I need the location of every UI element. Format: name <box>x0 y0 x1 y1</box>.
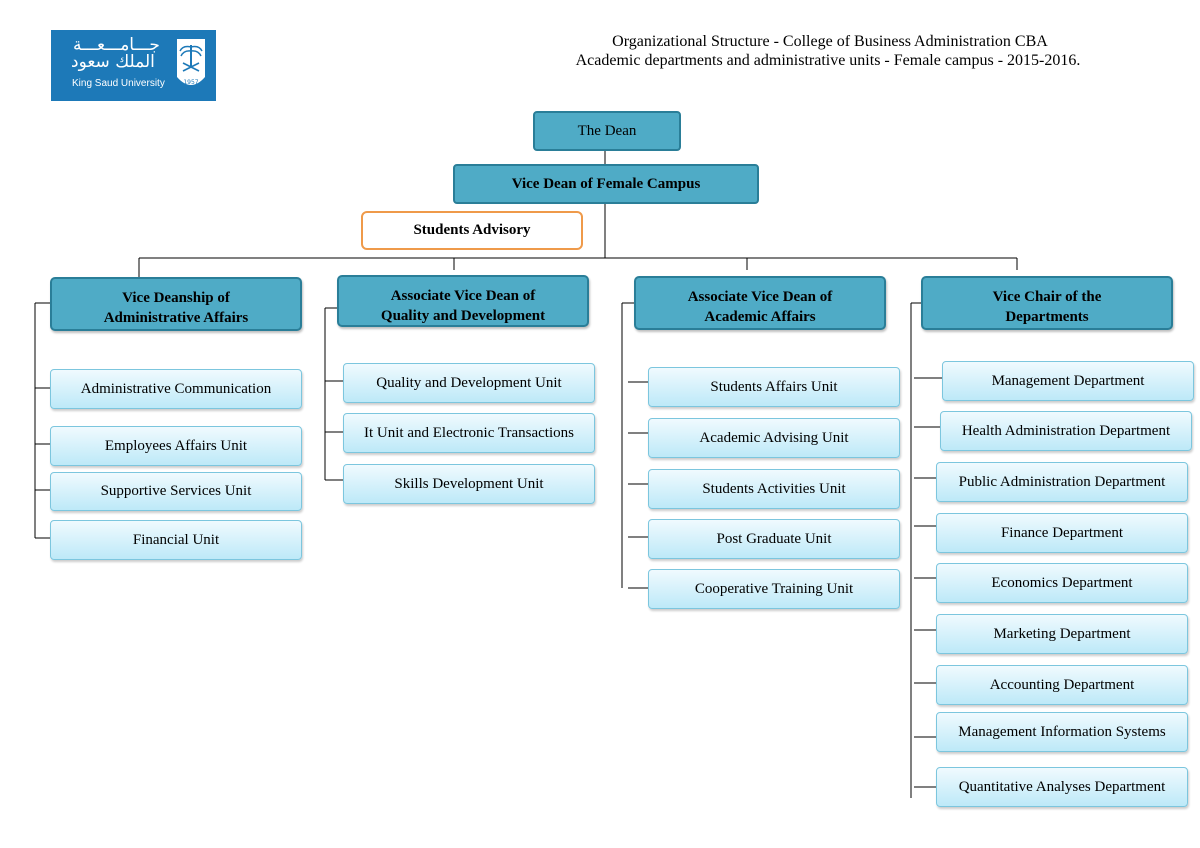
unit-box[interactable]: Cooperative Training Unit <box>648 569 900 609</box>
unit-label: Students Activities Unit <box>702 480 846 497</box>
unit-box[interactable]: Finance Department <box>936 513 1188 553</box>
page-title-line1: Organizational Structure - College of Bu… <box>612 33 1048 50</box>
unit-box[interactable]: Students Affairs Unit <box>648 367 900 407</box>
logo-arabic-line1: جـــامـــعـــة <box>73 35 160 55</box>
dean-box[interactable]: The Dean <box>533 111 681 151</box>
unit-box[interactable]: Public Administration Department <box>936 462 1188 502</box>
unit-label: Academic Advising Unit <box>699 429 849 446</box>
head-academic-affairs[interactable]: Associate Vice Dean of Academic Affairs <box>634 276 886 330</box>
palm-emblem-icon: 1957 <box>177 39 205 86</box>
unit-label: Health Administration Department <box>961 422 1171 439</box>
head-line: Associate Vice Dean of <box>390 288 536 304</box>
unit-label: Quality and Development Unit <box>376 374 562 391</box>
unit-box[interactable]: Quality and Development Unit <box>343 363 595 403</box>
head-line: Vice Chair of the <box>992 289 1102 305</box>
unit-box[interactable]: Administrative Communication <box>50 369 302 409</box>
unit-box[interactable]: Employees Affairs Unit <box>50 426 302 466</box>
students-advisory-label: Students Advisory <box>413 222 531 238</box>
head-quality-development[interactable]: Associate Vice Dean of Quality and Devel… <box>337 275 589 327</box>
unit-label: Skills Development Unit <box>394 475 544 492</box>
unit-label: Management Department <box>991 372 1145 389</box>
unit-box[interactable]: Management Department <box>942 361 1194 401</box>
head-departments[interactable]: Vice Chair of the Departments <box>921 276 1173 330</box>
head-line: Vice Deanship of <box>122 290 230 306</box>
unit-box[interactable]: Accounting Department <box>936 665 1188 705</box>
unit-label: It Unit and Electronic Transactions <box>364 424 574 441</box>
unit-box[interactable]: Students Activities Unit <box>648 469 900 509</box>
unit-label: Cooperative Training Unit <box>694 580 854 597</box>
unit-label: Management Information Systems <box>958 723 1166 740</box>
head-line: Quality and Development <box>380 308 546 324</box>
vice-dean-box[interactable]: Vice Dean of Female Campus <box>453 164 759 204</box>
page-title-line2: Academic departments and administrative … <box>575 52 1081 69</box>
unit-label: Quantitative Analyses Department <box>958 778 1166 795</box>
unit-label: Public Administration Department <box>958 473 1166 490</box>
unit-box[interactable]: Management Information Systems <box>936 712 1188 752</box>
unit-box[interactable]: Quantitative Analyses Department <box>936 767 1188 807</box>
unit-label: Students Affairs Unit <box>710 378 838 395</box>
unit-label: Marketing Department <box>993 625 1131 642</box>
unit-label: Finance Department <box>1000 524 1124 541</box>
vice-dean-label: Vice Dean of Female Campus <box>511 175 701 192</box>
unit-label: Economics Department <box>991 574 1133 591</box>
unit-box[interactable]: It Unit and Electronic Transactions <box>343 413 595 453</box>
dean-label: The Dean <box>577 122 637 139</box>
unit-label: Accounting Department <box>989 676 1135 693</box>
head-line: Academic Affairs <box>704 309 816 325</box>
king-saud-university-logo: جـــامـــعـــة الملك سعود King Saud Univ… <box>51 30 216 101</box>
unit-box[interactable]: Financial Unit <box>50 520 302 560</box>
unit-label: Employees Affairs Unit <box>104 437 248 454</box>
head-line: Administrative Affairs <box>103 310 249 326</box>
unit-box[interactable]: Skills Development Unit <box>343 464 595 504</box>
unit-box[interactable]: Health Administration Department <box>940 411 1192 451</box>
logo-emblem-year: 1957 <box>183 79 198 86</box>
head-line: Associate Vice Dean of <box>687 289 833 305</box>
students-advisory-box[interactable]: Students Advisory <box>361 211 583 250</box>
unit-box[interactable]: Supportive Services Unit <box>50 472 302 511</box>
unit-box[interactable]: Academic Advising Unit <box>648 418 900 458</box>
unit-label: Financial Unit <box>132 531 220 548</box>
unit-box[interactable]: Marketing Department <box>936 614 1188 654</box>
head-line: Departments <box>1005 309 1089 325</box>
logo-english-name: King Saud University <box>72 78 165 89</box>
unit-box[interactable]: Economics Department <box>936 563 1188 603</box>
unit-box[interactable]: Post Graduate Unit <box>648 519 900 559</box>
head-administrative-affairs[interactable]: Vice Deanship of Administrative Affairs <box>50 277 302 331</box>
unit-label: Administrative Communication <box>80 380 272 397</box>
unit-label: Post Graduate Unit <box>716 530 832 547</box>
unit-label: Supportive Services Unit <box>100 483 252 499</box>
logo-arabic-line2: الملك سعود <box>71 52 155 72</box>
